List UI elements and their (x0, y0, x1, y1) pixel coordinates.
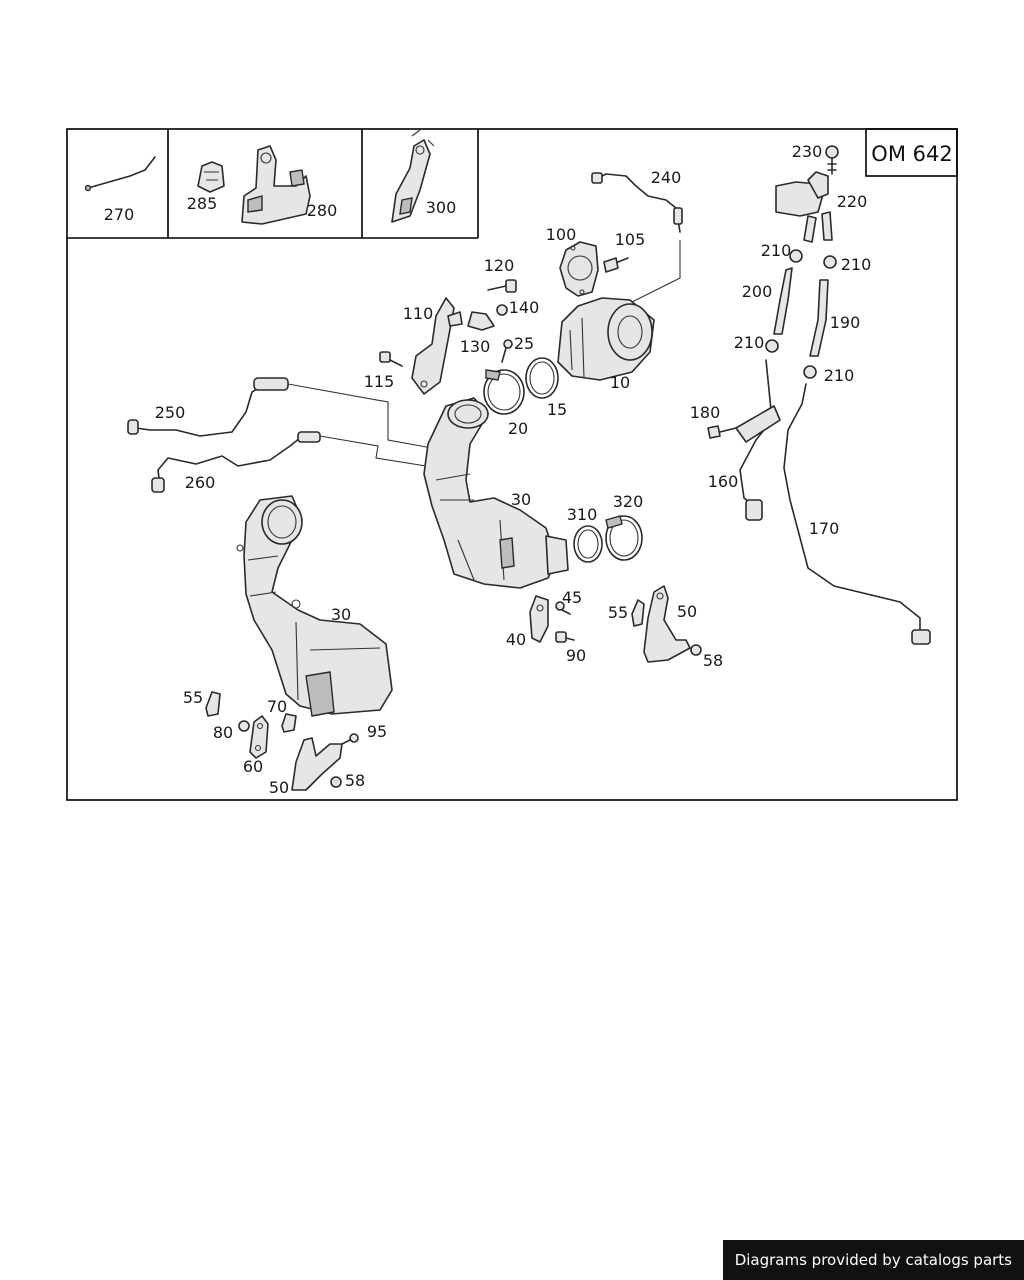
part-280-bracket-clip[interactable] (241, 145, 311, 225)
part-320-clamp[interactable] (605, 515, 643, 561)
part-58-nut[interactable] (330, 776, 342, 788)
part-15-seal-ring[interactable] (525, 357, 559, 399)
callout-90: 90 (566, 646, 586, 665)
part-260-sensor-line[interactable] (151, 431, 427, 493)
callout-260: 260 (185, 473, 216, 492)
part-40-bracket[interactable] (529, 595, 549, 643)
callout-105: 105 (615, 230, 646, 249)
part-100-gasket[interactable] (559, 241, 599, 297)
part-240-sensor-line[interactable] (591, 172, 683, 303)
part-30-particulate-filter[interactable] (423, 397, 569, 589)
callout-310: 310 (567, 505, 598, 524)
part-200-hose[interactable] (773, 267, 793, 335)
callout-270: 270 (104, 205, 135, 224)
callout-100: 100 (546, 225, 577, 244)
part-140-nut[interactable] (496, 304, 508, 316)
callout-160: 160 (708, 472, 739, 491)
part-115-bolt[interactable] (379, 351, 403, 367)
callout-25: 25 (514, 334, 534, 353)
part-210-clamp[interactable] (789, 249, 803, 263)
callout-30-upper: 30 (511, 490, 531, 509)
part-130-clip[interactable] (447, 311, 495, 331)
part-70-clip[interactable] (281, 713, 297, 733)
callout-320: 320 (613, 492, 644, 511)
callout-80: 80 (213, 723, 233, 742)
callout-250: 250 (155, 403, 186, 422)
callout-300: 300 (426, 198, 457, 217)
part-30-particulate-filter-alt[interactable] (236, 495, 393, 717)
part-55-clip[interactable] (631, 599, 645, 627)
callout-210-a: 210 (761, 241, 792, 260)
callout-180: 180 (690, 403, 721, 422)
callout-55-right: 55 (608, 603, 628, 622)
diagram-frame (66, 128, 958, 801)
callout-170: 170 (809, 519, 840, 538)
callout-230: 230 (792, 142, 823, 161)
part-310-seal-ring[interactable] (573, 525, 603, 563)
callout-55-left: 55 (183, 688, 203, 707)
callout-240: 240 (651, 168, 682, 187)
callout-120: 120 (484, 256, 515, 275)
part-220-pressure-sensor[interactable] (775, 171, 833, 243)
part-50-bracket[interactable] (291, 737, 343, 791)
part-50-bracket[interactable] (643, 585, 691, 663)
callout-220: 220 (837, 192, 868, 211)
part-210-clamp[interactable] (823, 255, 837, 269)
part-58-nut[interactable] (690, 644, 702, 656)
part-110-bracket[interactable] (411, 297, 455, 395)
callout-95: 95 (367, 722, 387, 741)
part-55-clip[interactable] (205, 691, 221, 717)
callout-140: 140 (509, 298, 540, 317)
callout-30-lower: 30 (331, 605, 351, 624)
part-95-bolt[interactable] (341, 733, 359, 745)
part-210-clamp[interactable] (803, 365, 817, 379)
callout-45: 45 (562, 588, 582, 607)
part-10-catalytic-converter[interactable] (557, 297, 655, 381)
callout-130: 130 (460, 337, 491, 356)
part-60-bracket[interactable] (249, 715, 269, 759)
part-105-bolt[interactable] (603, 257, 629, 273)
callout-60: 60 (243, 757, 263, 776)
callout-190: 190 (830, 313, 861, 332)
part-180-bolt[interactable] (707, 425, 737, 439)
callout-50-right: 50 (677, 602, 697, 621)
part-210-clamp[interactable] (765, 339, 779, 353)
callout-70: 70 (267, 697, 287, 716)
part-80-nut[interactable] (238, 720, 250, 732)
callout-210-c: 210 (734, 333, 765, 352)
part-20-clamp[interactable] (483, 369, 525, 415)
part-170-vacuum-line[interactable] (783, 383, 931, 645)
part-250-sensor-line[interactable] (127, 377, 433, 449)
part-120-bolt[interactable] (487, 279, 517, 293)
callout-15: 15 (547, 400, 567, 419)
part-230-screw[interactable] (825, 145, 839, 175)
part-160-vacuum-line[interactable] (735, 359, 781, 521)
callout-labels: 270 285 280 300 230 220 240 100 105 120 … (104, 142, 872, 797)
part-90-bolt[interactable] (555, 631, 575, 643)
callout-115: 115 (364, 372, 395, 391)
callout-10: 10 (610, 373, 630, 392)
callout-20: 20 (508, 419, 528, 438)
callout-58-right: 58 (703, 651, 723, 670)
callout-40: 40 (506, 630, 526, 649)
part-300-bracket[interactable] (391, 129, 435, 223)
engine-code-label: OM 642 (871, 142, 952, 166)
callout-58-left: 58 (345, 771, 365, 790)
callout-210-b: 210 (841, 255, 872, 274)
callout-285: 285 (187, 194, 218, 213)
callout-200: 200 (742, 282, 773, 301)
callout-280: 280 (307, 201, 338, 220)
part-190-hose[interactable] (809, 279, 829, 357)
part-25-bolt[interactable] (501, 339, 513, 363)
part-285-clip[interactable] (197, 161, 225, 193)
callout-110: 110 (403, 304, 434, 323)
part-45-bolt[interactable] (555, 601, 571, 615)
credit-banner: Diagrams provided by catalogs parts (722, 1240, 1024, 1280)
callout-210-d: 210 (824, 366, 855, 385)
callout-50-left: 50 (269, 778, 289, 797)
part-270-rod[interactable] (84, 156, 156, 192)
